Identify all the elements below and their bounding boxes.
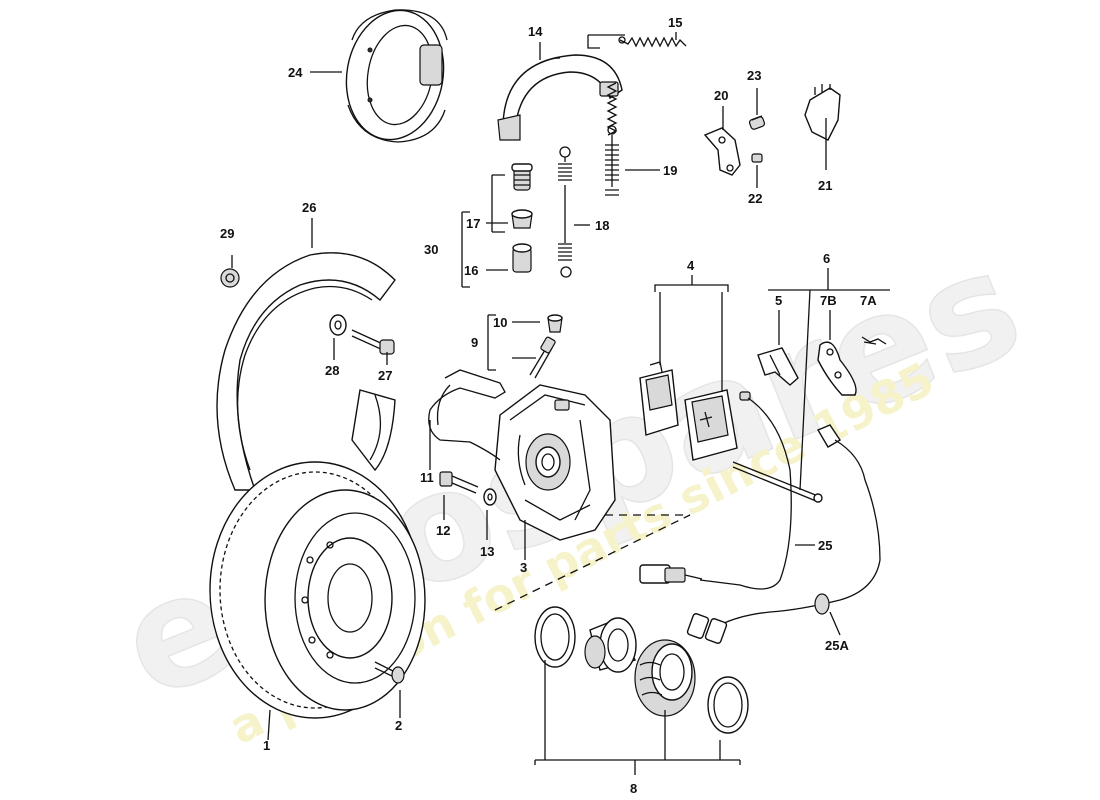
callout-7A: 7A <box>860 293 877 308</box>
callout-19: 19 <box>663 163 677 178</box>
callout-18: 18 <box>595 218 609 233</box>
lever-20 <box>703 127 741 176</box>
pin-17 <box>511 163 533 191</box>
callout-12: 12 <box>436 523 450 538</box>
callout-20: 20 <box>714 88 728 103</box>
speed-sensor-25A <box>686 424 881 644</box>
callout-15: 15 <box>668 15 682 30</box>
callout-22: 22 <box>748 191 762 206</box>
callout-17: 17 <box>466 216 480 231</box>
pin-22 <box>751 153 763 163</box>
wear-sensor-25 <box>639 391 792 590</box>
wire-7A <box>861 336 887 345</box>
callout-3: 3 <box>520 560 527 575</box>
callout-10: 10 <box>493 315 507 330</box>
washer-28 <box>329 314 347 336</box>
washer-13 <box>483 488 497 506</box>
callout-13: 13 <box>480 544 494 559</box>
callout-5: 5 <box>775 293 782 308</box>
callout-8: 8 <box>630 781 637 796</box>
callout-1: 1 <box>263 738 270 753</box>
callout-30: 30 <box>424 242 438 257</box>
seal-ring <box>534 606 576 668</box>
callout-25: 25 <box>818 538 832 553</box>
callout-2: 2 <box>395 718 402 733</box>
piston <box>584 617 637 673</box>
brake-pad-left <box>639 361 679 436</box>
spring-15 <box>618 36 687 48</box>
callout-26: 26 <box>302 200 316 215</box>
bleed-cap-10 <box>547 314 563 333</box>
nut-29 <box>220 268 240 288</box>
cup-17 <box>511 209 533 229</box>
callout-labels: 1 2 3 4 5 6 7A 7B 8 9 10 11 12 13 14 15 … <box>220 15 877 796</box>
callout-28: 28 <box>325 363 339 378</box>
callout-4: 4 <box>687 258 695 273</box>
callout-16: 16 <box>464 263 478 278</box>
callout-6: 6 <box>823 251 830 266</box>
callout-11: 11 <box>420 470 434 485</box>
bolt-23 <box>748 115 766 130</box>
callout-27: 27 <box>378 368 392 383</box>
spring-clip-11 <box>428 369 506 461</box>
retainer-16 <box>512 243 532 273</box>
leader-lines <box>231 32 890 741</box>
bleed-valve-9 <box>529 336 556 379</box>
anti-rattle-plate-5 <box>757 347 799 386</box>
brake-pad-right <box>684 389 738 461</box>
kit-bracket <box>534 700 741 775</box>
backing-plate-small <box>345 9 448 143</box>
bolt-12 <box>439 471 479 494</box>
backing-plate-large <box>216 252 396 491</box>
bolt-27 <box>351 329 395 355</box>
callout-25A: 25A <box>825 638 849 653</box>
spring-18-upper <box>558 146 572 181</box>
callout-21: 21 <box>818 178 832 193</box>
callout-24: 24 <box>288 65 303 80</box>
spring-18-lower <box>558 185 572 278</box>
brake-shoe-top <box>497 54 623 141</box>
retaining-ring <box>707 676 749 734</box>
pad-pin <box>732 461 823 503</box>
callout-9: 9 <box>471 335 478 350</box>
dashed-projection <box>494 514 691 611</box>
spring-19 <box>605 82 619 196</box>
callout-23: 23 <box>747 68 761 83</box>
callout-7B: 7B <box>820 293 837 308</box>
screw-2 <box>374 661 405 684</box>
dust-boot <box>634 639 696 717</box>
brake-disc <box>209 461 426 719</box>
callout-29: 29 <box>220 226 234 241</box>
adjuster-21 <box>804 84 841 141</box>
plate-7B <box>817 341 857 396</box>
callout-14: 14 <box>528 24 543 39</box>
